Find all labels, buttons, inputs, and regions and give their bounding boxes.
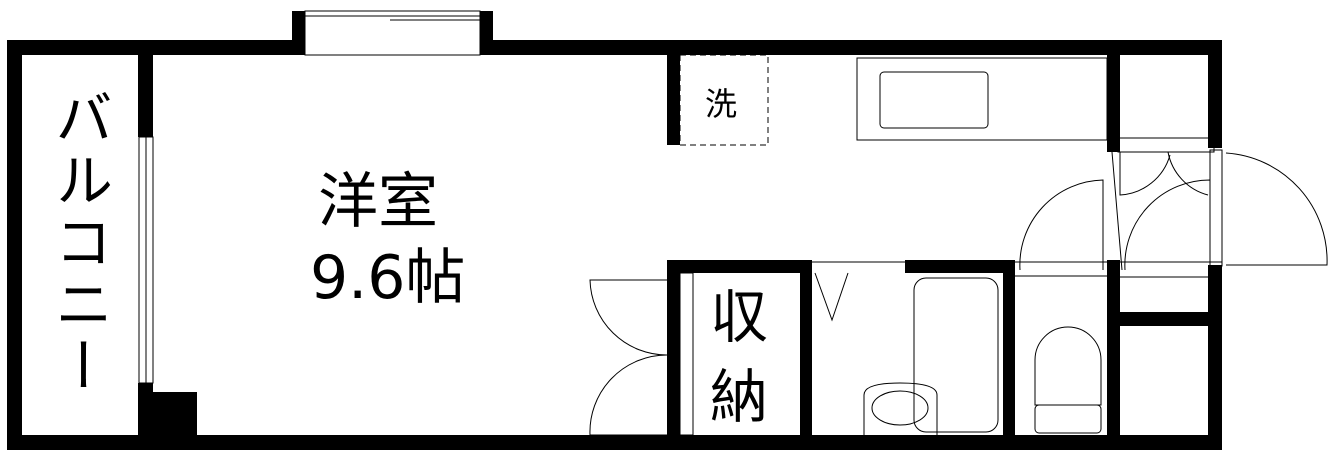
wall-top-right <box>493 40 1222 55</box>
wall-closet-mid <box>1107 312 1208 326</box>
fixtures <box>138 10 1328 436</box>
door-swing <box>1019 179 1104 271</box>
wall-balcony <box>138 40 153 137</box>
wall-balcony <box>138 383 153 450</box>
wall-entry <box>1107 40 1120 152</box>
wall-toilet <box>1003 260 1015 440</box>
wall-left <box>7 40 22 450</box>
window-jamb <box>480 11 493 55</box>
sink <box>879 71 989 129</box>
walls <box>7 11 1222 450</box>
wall-closet <box>1107 260 1120 440</box>
wall-storage-top <box>667 260 812 273</box>
wall-storage <box>667 260 680 440</box>
balcony-label: バルコニー <box>45 88 113 398</box>
door-swing <box>1124 179 1211 271</box>
room-name: 洋室 <box>318 167 438 237</box>
bathtub <box>913 277 999 433</box>
closet-door <box>589 279 668 356</box>
washer-label: 洗 <box>705 85 738 123</box>
wall-laundry <box>667 55 680 145</box>
washer-space <box>679 54 769 146</box>
room-size: 9.6帖 <box>310 243 466 313</box>
storage-label-2: 納 <box>710 363 769 431</box>
window-top <box>304 10 481 56</box>
wall-bath-top <box>905 260 1015 273</box>
storage-label-1: 収 <box>710 283 769 351</box>
pillar <box>153 392 197 437</box>
entrance-door <box>1225 152 1328 266</box>
vanity <box>814 272 849 322</box>
kitchen-counter <box>856 57 1108 141</box>
wall-bath <box>800 260 812 440</box>
door-header <box>1117 137 1215 153</box>
wall-right <box>1208 265 1222 450</box>
shoe-cabinet-door <box>1119 152 1171 196</box>
washbasin <box>863 382 938 435</box>
window-jamb <box>292 11 305 55</box>
wall-bottom <box>7 435 1222 450</box>
toilet <box>1034 326 1102 406</box>
wall-right <box>1208 40 1222 148</box>
